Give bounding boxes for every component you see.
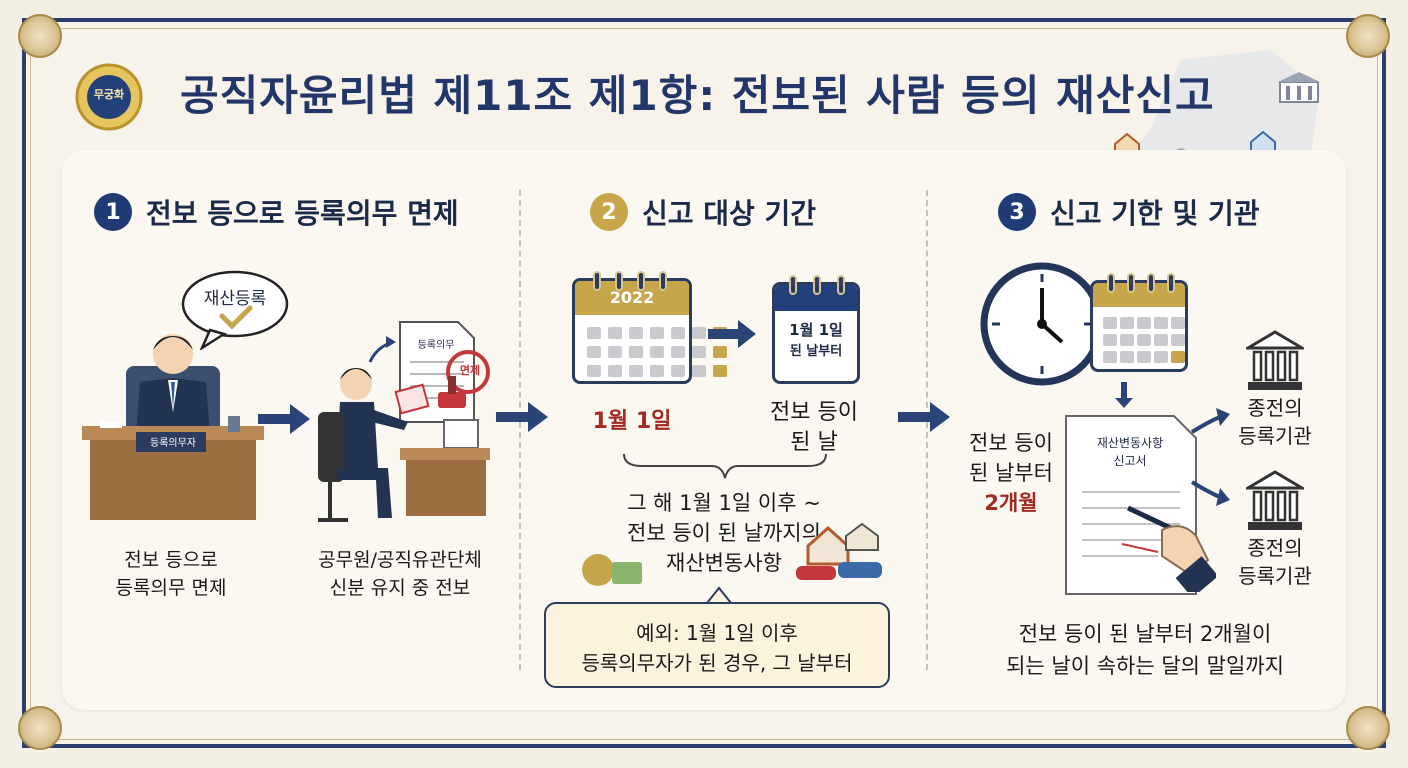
arrow-right-icon [496,402,548,432]
deadline-line: 되는 날이 속하는 달의 말일까지 [1006,654,1284,678]
nameplate-label: 등록의무자 [150,438,196,449]
step-number-badge: 2 [590,193,628,231]
calendar-deadline-icon [1090,273,1188,372]
exception-line: 등록의무자가 된 경우, 그 날부터 [581,651,853,675]
deadline-line: 전보 등이 된 날부터 2개월이 [1018,622,1272,646]
doc-label: 등록의무 [417,340,455,351]
from-date-text: 전보 등이 된 날부터 2개월 [946,428,1076,518]
arrow-downright-icon [1190,480,1230,506]
agency-line: 등록기관 [1238,564,1312,588]
bubble-label: 재산등록 [203,289,267,309]
agency-line: 종전의 [1247,396,1303,420]
arrow-right-icon [708,320,756,348]
calendar-transfer-icon: 1월 1일 된 날부터 [772,275,860,384]
calendar-date-line: 된 날부터 [789,344,843,359]
form-title-line: 신고서 [1113,454,1147,468]
corner-seal-icon [18,706,62,750]
calendar-start-icon: 2022 [572,271,727,384]
house-car-icon [796,522,882,580]
exception-box: 예외: 1월 1일 이후 등록의무자가 된 경우, 그 날부터 [544,602,890,688]
form-title: 재산변동사항 신고서 [1068,434,1192,470]
section-3-title: 신고 기한 및 기관 [1050,197,1260,230]
section-2-heading: 2 신고 대상 기간 [590,192,816,232]
section-divider [926,190,928,670]
clock-icon [980,262,1104,386]
caption-line: 공무원/공직유관단체 [318,549,482,571]
section-1-heading: 1 전보 등으로 등록의무 면제 [94,192,459,232]
section-divider [519,190,521,670]
from-line: 전보 등이 [969,431,1053,455]
money-bag-icon [582,554,642,586]
corner-seal-icon [1346,706,1390,750]
range-line: 그 해 1월 1일 이후 ~ [627,491,821,515]
end-date-line: 된 날 [790,430,838,455]
section-1-title: 전보 등으로 등록의무 면제 [146,197,459,230]
emblem-label: 무궁화 [93,88,125,101]
range-line: 전보 등이 된 날까지의 [627,521,821,545]
section-2-title: 신고 대상 기간 [642,197,817,230]
official-at-desk-icon [82,334,264,520]
page-title: 공직자윤리법 제11조 제1항: 전보된 사람 등의 재산신고 [180,71,1215,120]
arrow-right-icon [898,402,950,432]
callout-pointer-icon [706,586,732,604]
corner-seal-icon [1346,14,1390,58]
end-date-label: 전보 등이 된 날 [756,398,872,458]
period-label: 2개월 [984,491,1038,515]
range-brace-icon [623,453,827,479]
caption-exempt: 전보 등으로 등록의무 면제 [96,546,246,602]
calendar-date-line: 1월 1일 [789,321,843,339]
corner-seal-icon [18,14,62,58]
from-line: 된 날부터 [969,461,1053,485]
range-description: 그 해 1월 1일 이후 ~ 전보 등이 된 날까지의 재산변동사항 [584,488,864,578]
section-3-heading: 3 신고 기한 및 기관 [998,192,1260,232]
agency-building-icon [1246,470,1304,530]
range-line: 재산변동사항 [666,551,782,575]
agency-line: 종전의 [1247,536,1303,560]
deadline-text: 전보 등이 된 날부터 2개월이 되는 날이 속하는 달의 말일까지 [960,618,1330,682]
official-transfer-icon [318,321,490,522]
arrow-right-icon [258,404,310,434]
caption-transfer: 공무원/공직유관단체 신분 유지 중 전보 [300,546,500,602]
building-icon [1278,72,1320,103]
caption-line: 등록의무 면제 [115,577,227,599]
agency-label-2: 종전의 등록기관 [1220,534,1330,590]
speech-bubble-icon [181,270,289,350]
step-number-badge: 3 [998,193,1036,231]
agency-label-1: 종전의 등록기관 [1220,394,1330,450]
hand-pen-icon [1126,505,1216,592]
emblem-icon [75,63,143,131]
start-date-label: 1월 1일 [592,409,672,434]
agency-line: 등록기관 [1238,424,1312,448]
arrow-down-icon [1115,382,1133,408]
calendar-year: 2022 [575,281,689,315]
exception-line: 예외: 1월 1일 이후 [636,621,798,645]
arrow-upright-icon [1190,408,1230,434]
agency-building-icon [1246,330,1304,390]
caption-line: 전보 등으로 [124,549,218,571]
caption-line: 신분 유지 중 전보 [329,577,471,599]
form-title-line: 재산변동사항 [1096,436,1164,450]
end-date-line: 전보 등이 [770,400,858,425]
stamp-label: 면제 [459,364,481,377]
step-number-badge: 1 [94,193,132,231]
